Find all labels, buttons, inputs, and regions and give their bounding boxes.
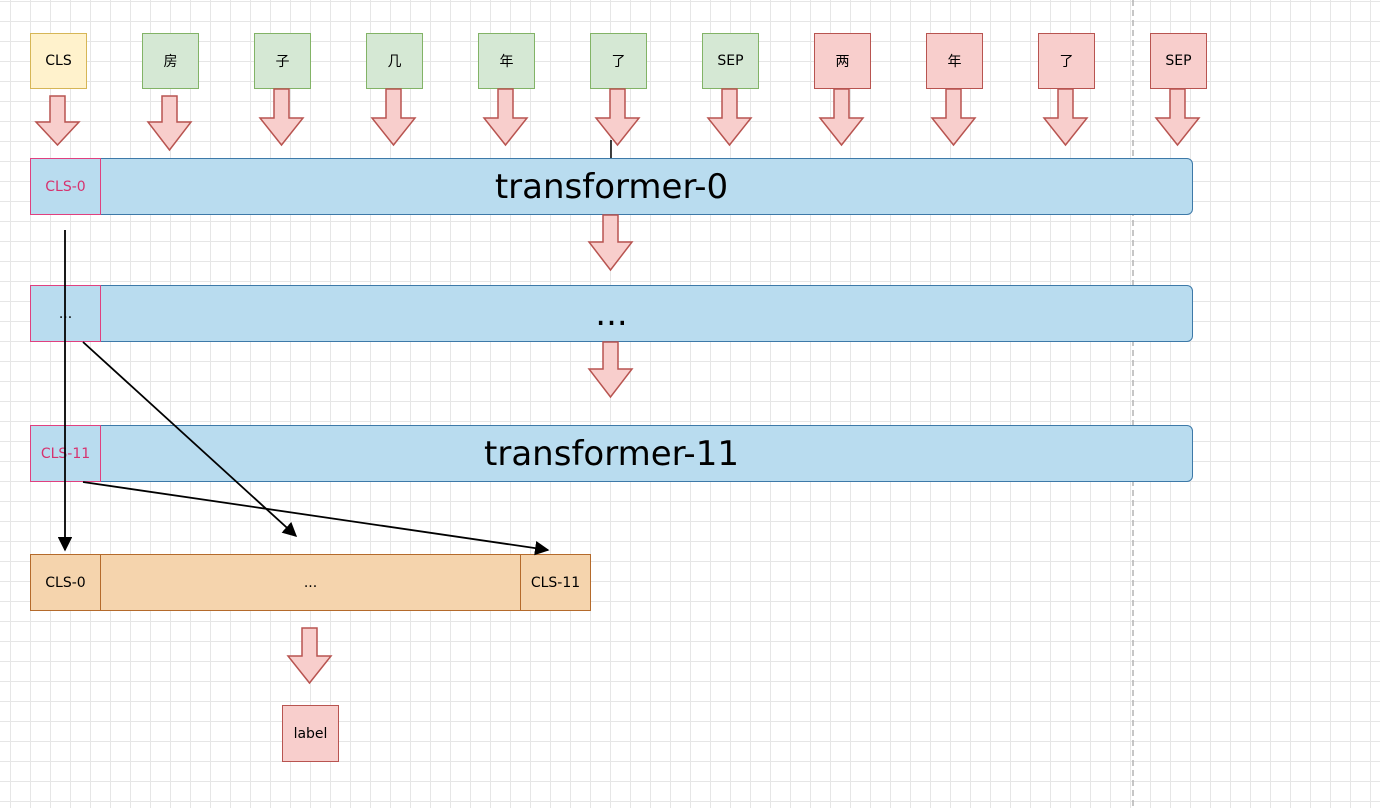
cls-11-to-pool-line: [82, 481, 550, 556]
pool-middle[interactable]: ...: [100, 554, 521, 611]
down-arrow-icon: [146, 95, 193, 152]
token-b-2[interactable]: 年: [926, 33, 983, 89]
layer-transformer-11[interactable]: transformer-11: [30, 425, 1193, 482]
token-b-3[interactable]: 了: [1038, 33, 1095, 89]
pool-cls-11[interactable]: CLS-11: [520, 554, 591, 611]
down-arrow-icon: [706, 88, 753, 147]
token-a-5[interactable]: 了: [590, 33, 647, 89]
down-arrow-icon: [1154, 88, 1201, 147]
down-arrow-icon: [286, 627, 333, 685]
down-arrow-icon: [587, 341, 634, 399]
down-arrow-icon: [930, 88, 977, 147]
down-arrow-icon: [370, 88, 417, 147]
pool-cls-0[interactable]: CLS-0: [30, 554, 101, 611]
down-arrow-icon: [594, 88, 641, 147]
down-arrow-icon: [587, 214, 634, 272]
token-a-2[interactable]: 子: [254, 33, 311, 89]
middle-to-pool-line: [82, 341, 298, 537]
token-a-1[interactable]: 房: [142, 33, 199, 89]
down-arrow-icon: [258, 88, 305, 147]
label-node[interactable]: label: [282, 705, 339, 762]
down-arrow-icon: [818, 88, 865, 147]
cls-output-0[interactable]: CLS-0: [30, 158, 101, 215]
layer-transformer-0[interactable]: transformer-0: [30, 158, 1193, 215]
down-arrow-icon: [1042, 88, 1089, 147]
down-arrow-icon: [34, 95, 81, 147]
down-arrow-icon: [482, 88, 529, 147]
token-cls[interactable]: CLS: [30, 33, 87, 89]
